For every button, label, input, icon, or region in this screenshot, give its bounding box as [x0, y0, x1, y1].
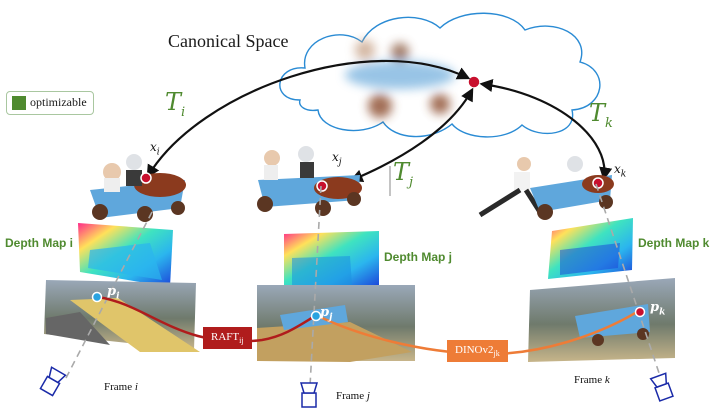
transform-arrow-i — [146, 59, 471, 179]
pixel-p-i — [91, 291, 103, 303]
pixel-label-p-i: pi — [107, 284, 120, 302]
ray-k — [595, 183, 663, 383]
depth-map-j-image — [284, 231, 379, 288]
transform-arrow-j — [349, 87, 474, 183]
pixel-sub-k: k — [659, 307, 666, 318]
camera-k-icon — [649, 372, 674, 402]
point-label-x-j: xj — [332, 150, 342, 167]
depth-map-i-image — [78, 223, 173, 287]
dino-tag: DINOv2jk — [447, 340, 508, 363]
frame-i-label: Frame i — [104, 381, 138, 393]
ray-j — [309, 185, 322, 387]
depth-map-j-label: Depth Map j — [384, 250, 452, 264]
pixel-sub-i: i — [116, 291, 120, 302]
depth-map-k-image — [548, 218, 633, 279]
transform-sub-k: k — [605, 115, 613, 131]
canonical-space-title: Canonical Space — [168, 31, 289, 51]
point-x-i — [140, 172, 152, 184]
legend-label: optimizable — [30, 95, 87, 109]
point-sub-i: i — [156, 147, 160, 158]
pixel-name-j: p — [320, 305, 330, 320]
depth-map-i-label: Depth Map i — [5, 236, 73, 250]
raft-label: RAFT — [211, 331, 240, 343]
frame-j-prefix: Frame — [336, 390, 367, 402]
legend: optimizable — [6, 91, 94, 115]
transform-label-k: Tk — [589, 99, 613, 131]
frame-j-index: j — [366, 390, 370, 402]
canonical-point — [467, 75, 481, 89]
point-name-i: x — [150, 140, 157, 154]
pixel-label-p-j: pj — [320, 305, 332, 323]
point-name-k: x — [614, 162, 621, 176]
transform-arrow-k — [479, 78, 613, 181]
pixel-name-k: p — [650, 300, 660, 315]
dino-label: DINOv2 — [455, 344, 494, 356]
point-name-j: x — [332, 150, 339, 164]
point-sub-j: j — [338, 157, 342, 168]
pixel-name-i: p — [107, 284, 117, 299]
raft-tag: RAFTij — [203, 327, 252, 350]
camera-i-icon — [39, 366, 67, 397]
transform-symbol-k: T — [589, 99, 606, 127]
canonical-space-cloud — [279, 12, 601, 138]
legend-swatch — [12, 96, 26, 110]
transform-label-j: Tj — [393, 158, 413, 190]
frame-k-image — [528, 278, 675, 362]
pixel-p-j — [310, 310, 322, 322]
object-j — [257, 146, 362, 216]
camera-j-icon — [299, 382, 319, 408]
pixel-p-k — [634, 306, 646, 318]
pixel-sub-j: j — [329, 312, 333, 323]
frame-i-prefix: Frame — [104, 381, 135, 393]
object-k — [478, 156, 614, 220]
frame-k-prefix: Frame — [574, 374, 605, 386]
frame-k-label: Frame k — [574, 374, 610, 386]
point-label-x-k: xk — [614, 162, 626, 179]
point-x-k — [592, 177, 604, 189]
frame-i-image — [44, 280, 200, 352]
point-x-j — [316, 180, 328, 192]
transform-sub-j: j — [409, 174, 414, 190]
depth-map-k-label: Depth Map k — [638, 236, 710, 250]
dino-sub: jk — [493, 349, 500, 359]
transform-label-i: Ti — [165, 88, 185, 120]
frame-k-index: k — [604, 374, 610, 386]
transform-symbol-i: T — [165, 88, 182, 116]
frame-j-label: Frame j — [336, 390, 370, 402]
raft-sub: ij — [239, 336, 244, 346]
pixel-label-p-k: pk — [650, 300, 665, 318]
object-i — [90, 154, 186, 222]
transform-symbol-j: T — [393, 158, 410, 186]
point-label-x-i: xi — [150, 140, 160, 157]
frame-i-index: i — [134, 381, 138, 393]
point-sub-k: k — [620, 169, 627, 180]
transform-sub-i: i — [181, 104, 186, 120]
